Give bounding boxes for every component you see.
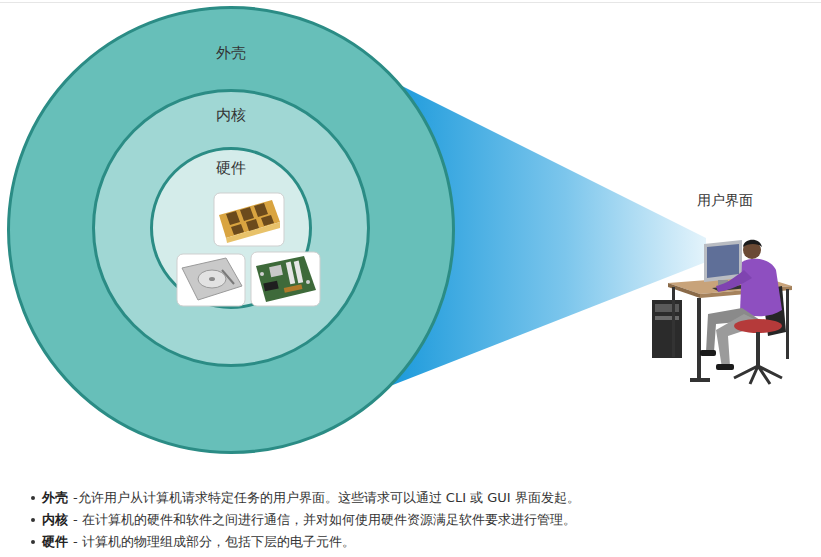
layer-label: 硬件	[216, 159, 246, 178]
layer-circle: 外壳内核硬件	[7, 6, 455, 454]
description-text: -允许用户从计算机请求特定任务的用户界面。这些请求可以通过 CLI 或 GUI …	[73, 489, 580, 507]
bullet-row: 内核 - 在计算机的硬件和软件之间进行通信，并对如何使用硬件资源满足软件要求进行管…	[42, 511, 576, 529]
hard-disk-picture	[177, 254, 245, 306]
bullet-row: 外壳 -允许用户从计算机请求特定任务的用户界面。这些请求可以通过 CLI 或 GU…	[42, 489, 580, 507]
term-label: 内核	[42, 511, 68, 529]
layer-circle: 内核硬件	[92, 89, 370, 367]
term-label: 硬件	[42, 533, 68, 551]
bullet-dots	[31, 496, 35, 544]
bullet-row: 硬件 - 计算机的物理组成部分，包括下层的电子元件。	[42, 533, 355, 551]
term-label: 外壳	[42, 489, 68, 507]
frame-line	[0, 2, 821, 3]
layer-label: 内核	[216, 106, 246, 125]
user-figure	[652, 240, 792, 384]
memory-module-picture	[214, 193, 284, 246]
description-text: - 计算机的物理组成部分，包括下层的电子元件。	[73, 533, 355, 551]
description-text: - 在计算机的硬件和软件之间进行通信，并对如何使用硬件资源满足软件要求进行管理。	[73, 511, 576, 529]
interface-label: 用户界面	[697, 192, 753, 210]
layer-circle: 硬件	[150, 147, 312, 309]
motherboard-picture	[251, 252, 320, 306]
layer-label: 外壳	[216, 44, 246, 63]
